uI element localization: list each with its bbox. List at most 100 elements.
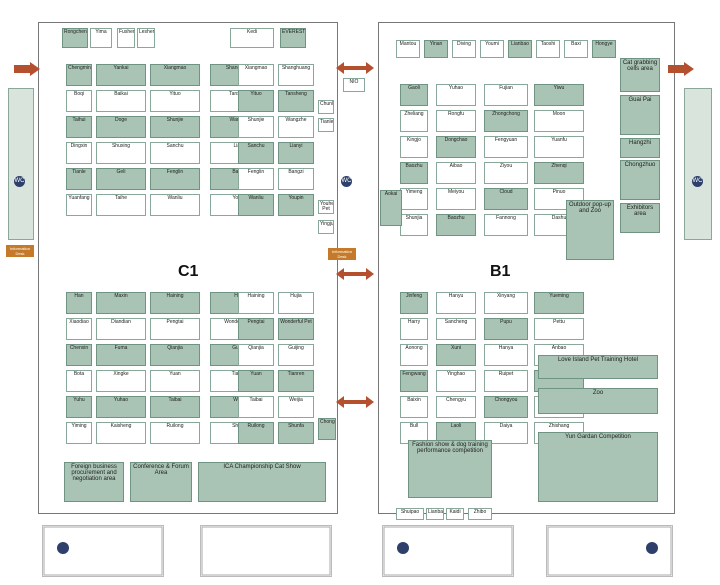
booth-love-island[interactable]: Love Island Pet Training Hotel [538,355,658,379]
booth[interactable]: Daiya [484,422,528,444]
booth[interactable]: Yimeng [400,188,428,210]
booth-cat-show[interactable]: ICA Championship Cat Show [198,462,326,502]
booth[interactable]: Diving [452,40,476,58]
booth[interactable]: Meiyou [436,188,476,210]
booth[interactable]: Bangzi [278,168,314,190]
booth[interactable]: Fusheng [117,28,135,48]
booth[interactable]: Baozhu [436,214,476,236]
booth[interactable]: Jinfeng [400,292,428,314]
booth[interactable]: Baixin [400,396,428,418]
booth[interactable]: Xiangmao [150,64,200,86]
booth[interactable]: Wangzhe [278,116,314,138]
booth[interactable]: Baozhu [400,162,428,184]
booth[interactable]: Shanghuang [278,64,314,86]
booth[interactable]: Ruipet [484,370,528,392]
booth[interactable]: Ruilong [238,422,274,444]
booth[interactable]: Dongchao [436,136,476,158]
booth-foreign-procurement[interactable]: Foreign business procurement and negotia… [64,462,124,502]
booth[interactable]: Rongfu [436,110,476,132]
booth[interactable]: Kaisheng [96,422,146,444]
booth[interactable]: Haining [238,292,274,314]
booth[interactable]: Zhibo [468,508,492,520]
booth[interactable]: Harry [400,318,428,340]
booth[interactable]: Yiming [66,422,92,444]
booth[interactable]: Yuan [238,370,274,392]
booth[interactable]: Tianle [318,118,334,132]
booth[interactable]: Aokai [380,190,402,226]
booth[interactable]: Yuhao [436,84,476,106]
booth[interactable]: Fengyuan [484,136,528,158]
booth[interactable]: Hujia [278,292,314,314]
booth[interactable]: Zhongchong [484,110,528,132]
booth[interactable]: Youpin [278,194,314,216]
booth-guaipai[interactable]: Guai Pai [620,95,660,135]
booth[interactable]: Kedi [230,28,274,48]
booth[interactable]: Diandian [96,318,146,340]
booth[interactable]: Xuni [436,344,476,366]
booth[interactable]: Lianbao [508,40,532,58]
booth[interactable]: Taihui [66,116,92,138]
booth[interactable]: Chenxin [66,344,92,366]
booth[interactable]: Lianyi [278,142,314,164]
booth[interactable]: Taibai [150,396,200,418]
booth[interactable]: Ruilong [150,422,200,444]
booth[interactable]: Cloud [484,188,528,210]
booth-yun-garden[interactable]: Yun Gardan Competition [538,432,658,502]
booth[interactable]: Baikai [96,90,146,112]
booth[interactable]: Mantou [396,40,420,58]
booth[interactable]: Sanchu [238,142,274,164]
booth[interactable]: Taoshi [536,40,560,58]
booth[interactable]: Gaoli [400,84,428,106]
booth[interactable]: Shunjia [400,214,428,236]
booth-outdoor-zoo[interactable]: Outdoor pop-up and Zoo [566,200,614,260]
booth[interactable]: Yuanfu [534,136,584,158]
booth[interactable]: Tianle [66,168,92,190]
booth[interactable]: Lesheng [137,28,155,48]
booth-exhibitors[interactable]: Exhibitors area [620,203,660,233]
booth[interactable]: Shuxing [96,142,146,164]
booth[interactable]: Shunfa [278,422,314,444]
booth[interactable]: EVEREST [280,28,306,48]
booth[interactable]: Yinan [424,40,448,58]
booth[interactable]: Lianbao [426,508,444,520]
booth-fashion-show[interactable]: Fashion show & dog training performance … [408,440,492,498]
booth[interactable]: Fujian [484,84,528,106]
booth-cat-grabbing[interactable]: Cat grabbing cells area [620,58,660,92]
booth[interactable]: Moon [534,110,584,132]
booth[interactable]: Taihe [96,194,146,216]
booth[interactable]: Qianjia [238,344,274,366]
booth[interactable]: Pengtai [150,318,200,340]
booth[interactable]: Chonghao [318,418,336,440]
booth[interactable]: Haining [150,292,200,314]
booth[interactable]: Weijia [278,396,314,418]
booth[interactable]: Yingjun [318,220,334,234]
booth[interactable]: Chengyu [436,396,476,418]
booth[interactable]: Fengwang [400,370,428,392]
booth[interactable]: Guijing [278,344,314,366]
booth[interactable]: Pengtai [238,318,274,340]
booth[interactable]: Yueming [534,292,584,314]
booth[interactable]: Yima [90,28,112,48]
booth[interactable]: Doge [96,116,146,138]
booth[interactable]: Yankai [96,64,146,86]
booth[interactable]: Pupu [484,318,528,340]
booth[interactable]: Tansheng [278,90,314,112]
booth-zoo[interactable]: Zoo [538,388,658,414]
booth[interactable]: Yinghao [436,370,476,392]
booth[interactable]: Baxi [564,40,588,58]
booth[interactable]: Yituo [238,90,274,112]
booth-chongzhuo[interactable]: Chongzhuo [620,160,660,200]
booth[interactable]: Fenglin [238,168,274,190]
booth[interactable]: Sancheng [436,318,476,340]
booth[interactable]: Hongye [592,40,616,58]
booth[interactable]: Zheliang [400,110,428,132]
booth[interactable]: Zhenqi [534,162,584,184]
booth[interactable]: Fuma [96,344,146,366]
booth[interactable]: Maxin [96,292,146,314]
booth[interactable]: Shunjie [238,116,274,138]
booth[interactable]: Chengming [66,64,92,86]
booth[interactable]: Xinyang [484,292,528,314]
booth[interactable]: Yuhao [96,396,146,418]
booth[interactable]: Youmi [480,40,504,58]
booth[interactable]: Xingke [96,370,146,392]
